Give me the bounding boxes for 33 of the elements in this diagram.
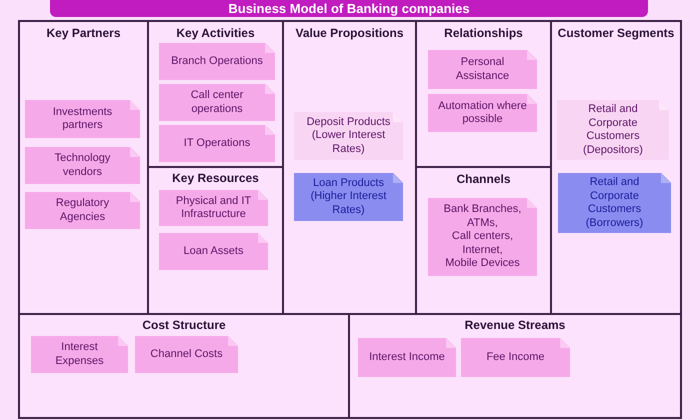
section-heading: Channels [456,171,510,187]
sticky-note: Retail and Corporate Customers (Borrowers) [558,173,671,233]
sticky-note: Call center operations [159,84,275,121]
sticky-note: Physical and IT Infrastructure [159,190,268,226]
sticky-note: IT Operations [159,125,275,162]
sticky-note: Regulatory Agencies [25,192,140,229]
sticky-note: Investments partners [25,100,140,138]
sticky-note: Loan Products (Higher Interest Rates) [294,173,403,221]
section-heading: Cost Structure [142,317,226,333]
sticky-note: Technology vendors [25,147,140,184]
section-heading: Customer Segments [558,25,674,41]
section-heading: Revenue Streams [464,317,566,333]
sticky-note: Interest Expenses [31,336,128,373]
sticky-note: Channel Costs [135,336,238,373]
sticky-note: Bank Branches, ATMs, Call centers, Internet, Mobile Devices [428,198,537,276]
sticky-note: Automation where possible [428,94,537,132]
title-banner: Business Model of Banking companies [50,0,648,17]
section-heading: Value Propositions [295,25,404,41]
sticky-note: Loan Assets [159,233,268,270]
sticky-note: Interest Income [358,338,456,377]
section-heading: Key Activities [176,25,255,41]
sticky-note: Deposit Products (Lower Interest Rates) [294,112,403,160]
sticky-note: Retail and Corporate Customers (Depositors) [557,100,669,160]
canvas-section [18,20,149,315]
section-heading: Relationships [444,25,523,41]
canvas-section [348,313,682,419]
section-heading: Key Resources [172,170,259,186]
sticky-note: Branch Operations [159,43,275,80]
canvas-section [550,20,682,315]
canvas-section [18,313,350,419]
section-heading: Key Partners [46,25,121,41]
sticky-note: Fee Income [461,338,570,377]
sticky-note: Personal Assistance [428,50,537,89]
